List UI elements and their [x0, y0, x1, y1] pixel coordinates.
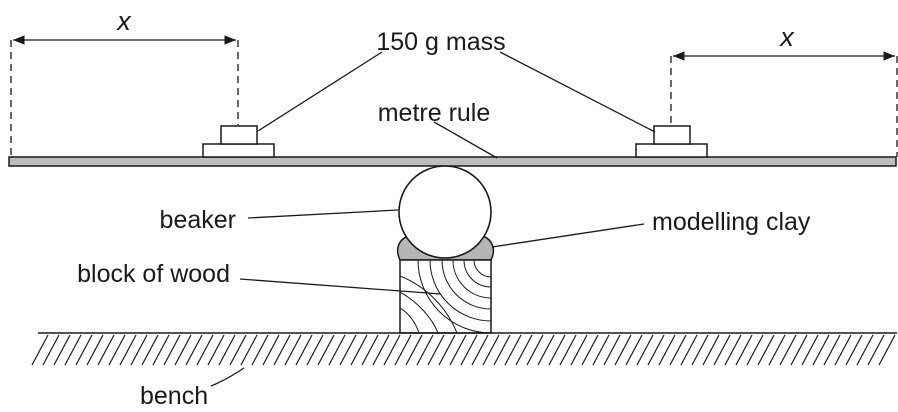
metre-rule-label: metre rule [378, 99, 491, 127]
bench-label: bench [140, 382, 208, 410]
modelling-clay-label: modelling clay [652, 208, 811, 236]
mass-left [202, 125, 275, 158]
leader-lines [210, 51, 656, 387]
distance-label-right: x [778, 22, 795, 52]
distance-label-left: x [115, 6, 132, 36]
mass-right [635, 125, 708, 158]
bench [31, 332, 897, 366]
distance-marker-left: x [10, 6, 239, 157]
mass-label: 150 g mass [376, 28, 505, 56]
beaker-label: beaker [160, 206, 236, 234]
block-of-wood-label: block of wood [77, 260, 230, 288]
distance-marker-right: x [670, 22, 898, 157]
metre-rule [8, 156, 897, 167]
block-of-wood [399, 259, 492, 334]
beaker [398, 165, 492, 259]
